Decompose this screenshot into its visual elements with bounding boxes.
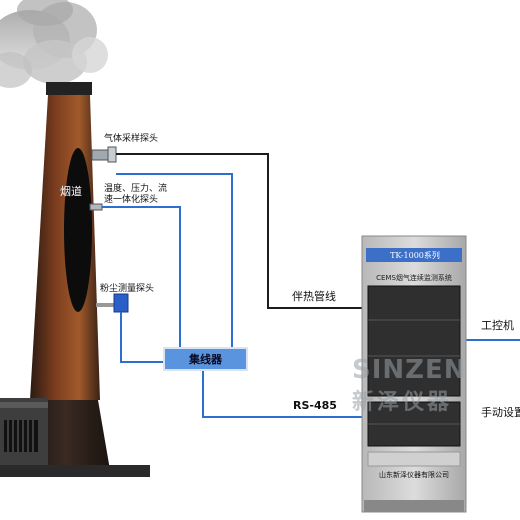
- cabinet-title: TK-1000系列: [390, 251, 440, 260]
- cabinet-title-bar: [366, 248, 462, 262]
- smoke-cloud: [0, 0, 108, 88]
- watermark-latin: SINZEN: [352, 355, 467, 385]
- cabinet-subtitle: CEMS烟气连续监测系统: [376, 274, 452, 282]
- flue-label: 烟道: [60, 185, 82, 198]
- gas-probe-label: 气体采样探头: [104, 134, 159, 144]
- watermark-chinese: 新泽仪器: [352, 390, 453, 415]
- multi-parameter-probe: [89, 203, 103, 211]
- heated-line-path: [116, 153, 365, 309]
- dust-probe-label: 粉尘测量探头: [100, 284, 155, 294]
- multi-probe-label-line1: 温度、压力、流: [104, 184, 168, 194]
- manual-setting-label: 手动设置: [481, 407, 520, 419]
- ipc-label: 工控机: [481, 319, 514, 332]
- dust-probe: [96, 293, 129, 313]
- rs485-label: RS-485: [293, 399, 337, 412]
- flue-duct: [64, 148, 92, 312]
- multi-probe-label-line2: 速一体化探头: [104, 195, 159, 205]
- monitoring-cabinet: [361, 235, 467, 513]
- cabinet-footer: 山东新泽仪器有限公司: [379, 471, 449, 479]
- ground-building: [0, 398, 150, 477]
- hub-box: 集线器: [163, 347, 248, 371]
- heated-line-label: 伴热管线: [292, 290, 336, 303]
- gas-sampling-probe: [91, 146, 117, 163]
